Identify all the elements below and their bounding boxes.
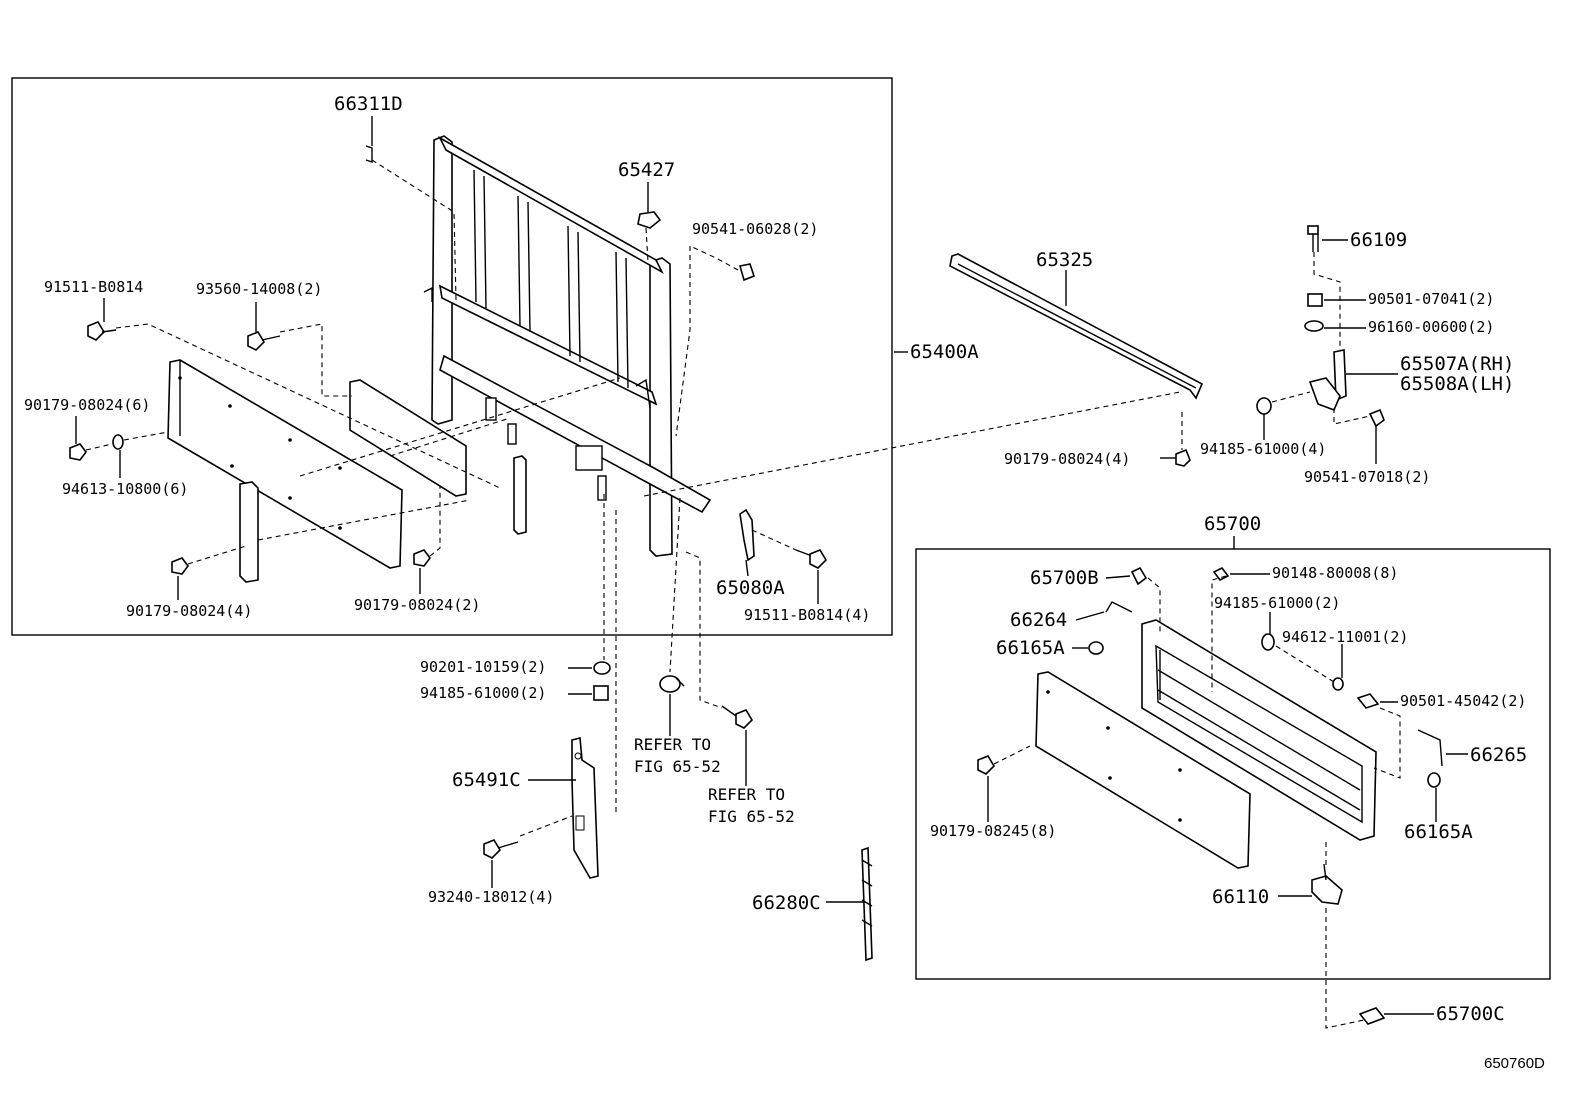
nut-90501-07041-drawing xyxy=(1307,293,1323,307)
label-refer-b-line2: FIG 65-52 xyxy=(708,807,795,826)
rod-66265-drawing xyxy=(1417,729,1443,767)
label-refer-b-line1: REFER TO xyxy=(708,785,785,804)
nut-94185-61000-2a-drawing xyxy=(593,685,609,701)
inner-plate-drawing xyxy=(349,379,467,497)
label-94185-61000-4: 94185-61000(4) xyxy=(1200,440,1326,458)
nut-94185-61000-2b-drawing xyxy=(1261,633,1275,651)
rod-66264-drawing xyxy=(1105,601,1133,613)
stake-middle-drawing xyxy=(513,455,527,535)
rail-65325-drawing xyxy=(949,253,1204,400)
label-65325: 65325 xyxy=(1036,249,1093,271)
bolt-91511-B0814-4-drawing xyxy=(795,549,828,569)
label-93560-14008: 93560-14008(2) xyxy=(196,280,322,298)
bracket-65491C-drawing xyxy=(571,736,599,879)
nut-90501-45042-drawing xyxy=(1356,693,1380,709)
label-66109: 66109 xyxy=(1350,229,1407,251)
label-65508A: 65508A(LH) xyxy=(1400,373,1514,395)
label-65700: 65700 xyxy=(1204,513,1261,535)
bolt-90541-06028-drawing xyxy=(738,263,755,282)
hinge-66110-drawing xyxy=(1311,863,1343,905)
label-66165A-a: 66165A xyxy=(996,637,1065,659)
label-65507A: 65507A(RH) xyxy=(1400,353,1514,375)
bolt-90541-07018-drawing xyxy=(1368,408,1385,428)
group-box-65700 xyxy=(915,548,1551,980)
label-94185-61000-2b: 94185-61000(2) xyxy=(1214,594,1340,612)
label-66280C: 66280C xyxy=(752,892,821,914)
label-65080A: 65080A xyxy=(716,577,785,599)
label-90179-08024-4b: 90179-08024(4) xyxy=(1004,450,1130,468)
label-94185-61000-2a: 94185-61000(2) xyxy=(420,684,546,702)
label-66165A-b: 66165A xyxy=(1404,821,1473,843)
group-box-65400A xyxy=(11,77,893,636)
bolt-refer-b-drawing xyxy=(721,705,754,729)
latch-65507A-65508A-drawing xyxy=(1308,349,1347,412)
nut-90179-08024-4b-drawing xyxy=(1175,448,1191,467)
nut-90179-08024-6-drawing xyxy=(69,443,87,461)
label-refer-a-line2: FIG 65-52 xyxy=(634,757,721,776)
label-65700B: 65700B xyxy=(1030,567,1099,589)
clip-65080A-drawing xyxy=(739,508,755,562)
leader-lines xyxy=(75,116,1468,1015)
label-90179-08024-6: 90179-08024(6) xyxy=(24,396,150,414)
cap-65427-drawing xyxy=(637,211,662,229)
nut-90179-08245-drawing xyxy=(977,755,996,775)
label-66265: 66265 xyxy=(1470,744,1527,766)
label-refer-a-line1: REFER TO xyxy=(634,735,711,754)
label-91511-B0814-4: 91511-B0814(4) xyxy=(744,606,870,624)
guide-lines xyxy=(85,159,1401,1029)
cap-66165A-a-drawing xyxy=(1088,641,1104,655)
label-65427: 65427 xyxy=(618,159,675,181)
washer-94613-10800-drawing xyxy=(112,434,124,450)
stake-left-drawing xyxy=(239,481,259,583)
label-90501-07041: 90501-07041(2) xyxy=(1368,290,1494,308)
label-65400A: 65400A xyxy=(910,341,979,363)
washer-96160-00600-drawing xyxy=(1304,320,1324,332)
label-90179-08024-2: 90179-08024(2) xyxy=(354,596,480,614)
nut-90179-08024-2-drawing xyxy=(413,549,431,567)
clip-65700B-drawing xyxy=(1130,566,1148,586)
drawing-code: 650760D xyxy=(1484,1055,1545,1072)
hook-66311D-drawing xyxy=(365,145,373,163)
bolt-90148-80008-drawing xyxy=(1212,566,1230,582)
nut-90179-08024-4a-drawing xyxy=(171,557,189,575)
label-96160-00600: 96160-00600(2) xyxy=(1368,318,1494,336)
front-panel-board-drawing xyxy=(167,359,403,569)
bolt-66109-drawing xyxy=(1307,225,1319,252)
label-66264: 66264 xyxy=(1010,609,1067,631)
label-65491C: 65491C xyxy=(452,769,521,791)
tailgate-panel-drawing xyxy=(1035,671,1251,869)
washer-94612-11001-drawing xyxy=(1332,677,1344,691)
label-90148-80008: 90148-80008(8) xyxy=(1272,564,1398,582)
label-94612-11001: 94612-11001(2) xyxy=(1282,628,1408,646)
chain-66280C-drawing xyxy=(861,846,873,962)
headboard-frame-drawing xyxy=(423,135,712,557)
label-90541-07018: 90541-07018(2) xyxy=(1304,468,1430,486)
label-90201-10159: 90201-10159(2) xyxy=(420,658,546,676)
label-94613-10800: 94613-10800(6) xyxy=(62,480,188,498)
bolt-93240-18012-drawing xyxy=(483,839,519,859)
washer-90201-10159-drawing xyxy=(593,661,611,675)
label-90501-45042: 90501-45042(2) xyxy=(1400,692,1526,710)
tailgate-frame-drawing xyxy=(1141,619,1377,841)
label-93240-18012: 93240-18012(4) xyxy=(428,888,554,906)
cap-66165A-b-drawing xyxy=(1427,772,1441,788)
label-90541-06028: 90541-06028(2) xyxy=(692,220,818,238)
pin-65700C-drawing xyxy=(1358,1007,1386,1025)
label-65700C: 65700C xyxy=(1436,1003,1505,1025)
label-66311D: 66311D xyxy=(334,93,403,115)
label-66110: 66110 xyxy=(1212,886,1269,908)
label-90179-08024-4a: 90179-08024(4) xyxy=(126,602,252,620)
label-90179-08245: 90179-08245(8) xyxy=(930,822,1056,840)
bolt-91511-B0814-drawing xyxy=(87,321,117,341)
bolt-93560-14008-drawing xyxy=(247,331,281,351)
cushion-refer-a-drawing xyxy=(659,675,685,693)
nut-94185-61000-4-drawing xyxy=(1256,397,1272,415)
label-91511-B0814: 91511-B0814 xyxy=(44,278,143,296)
